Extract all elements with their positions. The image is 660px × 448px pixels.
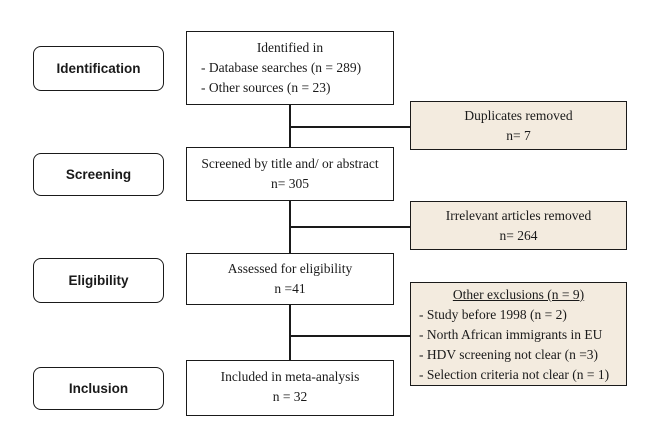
stage-inclusion: Inclusion (33, 367, 164, 410)
connector-to-exclusions (289, 335, 410, 337)
screened-count: n= 305 (271, 176, 309, 191)
identified-item: - Database searches (n = 289) (201, 60, 362, 75)
duplicates-title: Duplicates removed (464, 108, 573, 123)
exclusion-item: - Selection criteria not clear (n = 1) (419, 367, 610, 382)
irrelevant-removed-box: Irrelevant articles removed n= 264 (410, 201, 627, 250)
stage-inclusion-label: Inclusion (68, 381, 129, 396)
other-exclusions-box: Other exclusions (n = 9) - Study before … (410, 282, 627, 386)
assessed-count: n =41 (274, 281, 306, 296)
identified-title: Identified in (256, 40, 324, 55)
screened-title: Screened by title and/ or abstract (201, 156, 379, 171)
screened-box: Screened by title and/ or abstract n= 30… (186, 147, 394, 201)
included-count: n = 32 (272, 389, 308, 404)
exclusion-item: - Study before 1998 (n = 2) (419, 307, 567, 322)
exclusions-title: Other exclusions (n = 9) (452, 287, 585, 302)
duplicates-removed-box: Duplicates removed n= 7 (410, 101, 627, 150)
stage-identification: Identification (33, 46, 164, 91)
connector-main-3 (289, 305, 291, 360)
connector-to-irrelevant (289, 226, 410, 228)
connector-to-duplicates (289, 126, 410, 128)
duplicates-count: n= 7 (506, 128, 531, 143)
stage-screening: Screening (33, 153, 164, 196)
assessed-box: Assessed for eligibility n =41 (186, 253, 394, 305)
irrelevant-count: n= 264 (499, 228, 538, 243)
included-box: Included in meta-analysis n = 32 (186, 360, 394, 416)
identified-item: - Other sources (n = 23) (201, 80, 331, 95)
stage-screening-label: Screening (65, 167, 132, 182)
assessed-title: Assessed for eligibility (227, 261, 353, 276)
exclusion-item: - North African immigrants in EU (419, 327, 603, 342)
irrelevant-title: Irrelevant articles removed (445, 208, 592, 223)
included-title: Included in meta-analysis (220, 369, 360, 384)
exclusion-item: - HDV screening not clear (n =3) (419, 347, 599, 362)
identified-box: Identified in - Database searches (n = 2… (186, 31, 394, 105)
stage-eligibility-label: Eligibility (68, 273, 129, 288)
stage-identification-label: Identification (56, 61, 141, 76)
stage-eligibility: Eligibility (33, 258, 164, 303)
